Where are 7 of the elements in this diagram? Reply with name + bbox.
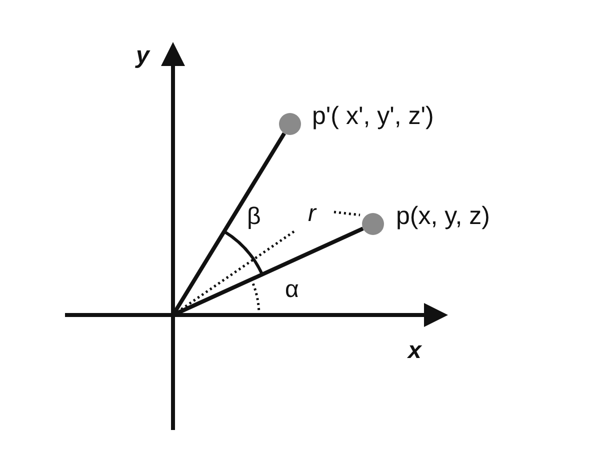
angle-label: β (247, 203, 261, 231)
axis-label: x (408, 337, 422, 365)
coordinate-label: p(x, y, z) (396, 202, 490, 231)
coordinate-label: p'( x', y', z') (312, 102, 434, 131)
axis-label: y (136, 42, 150, 70)
angle-label: α (285, 276, 299, 304)
radius-label: r (308, 200, 316, 228)
